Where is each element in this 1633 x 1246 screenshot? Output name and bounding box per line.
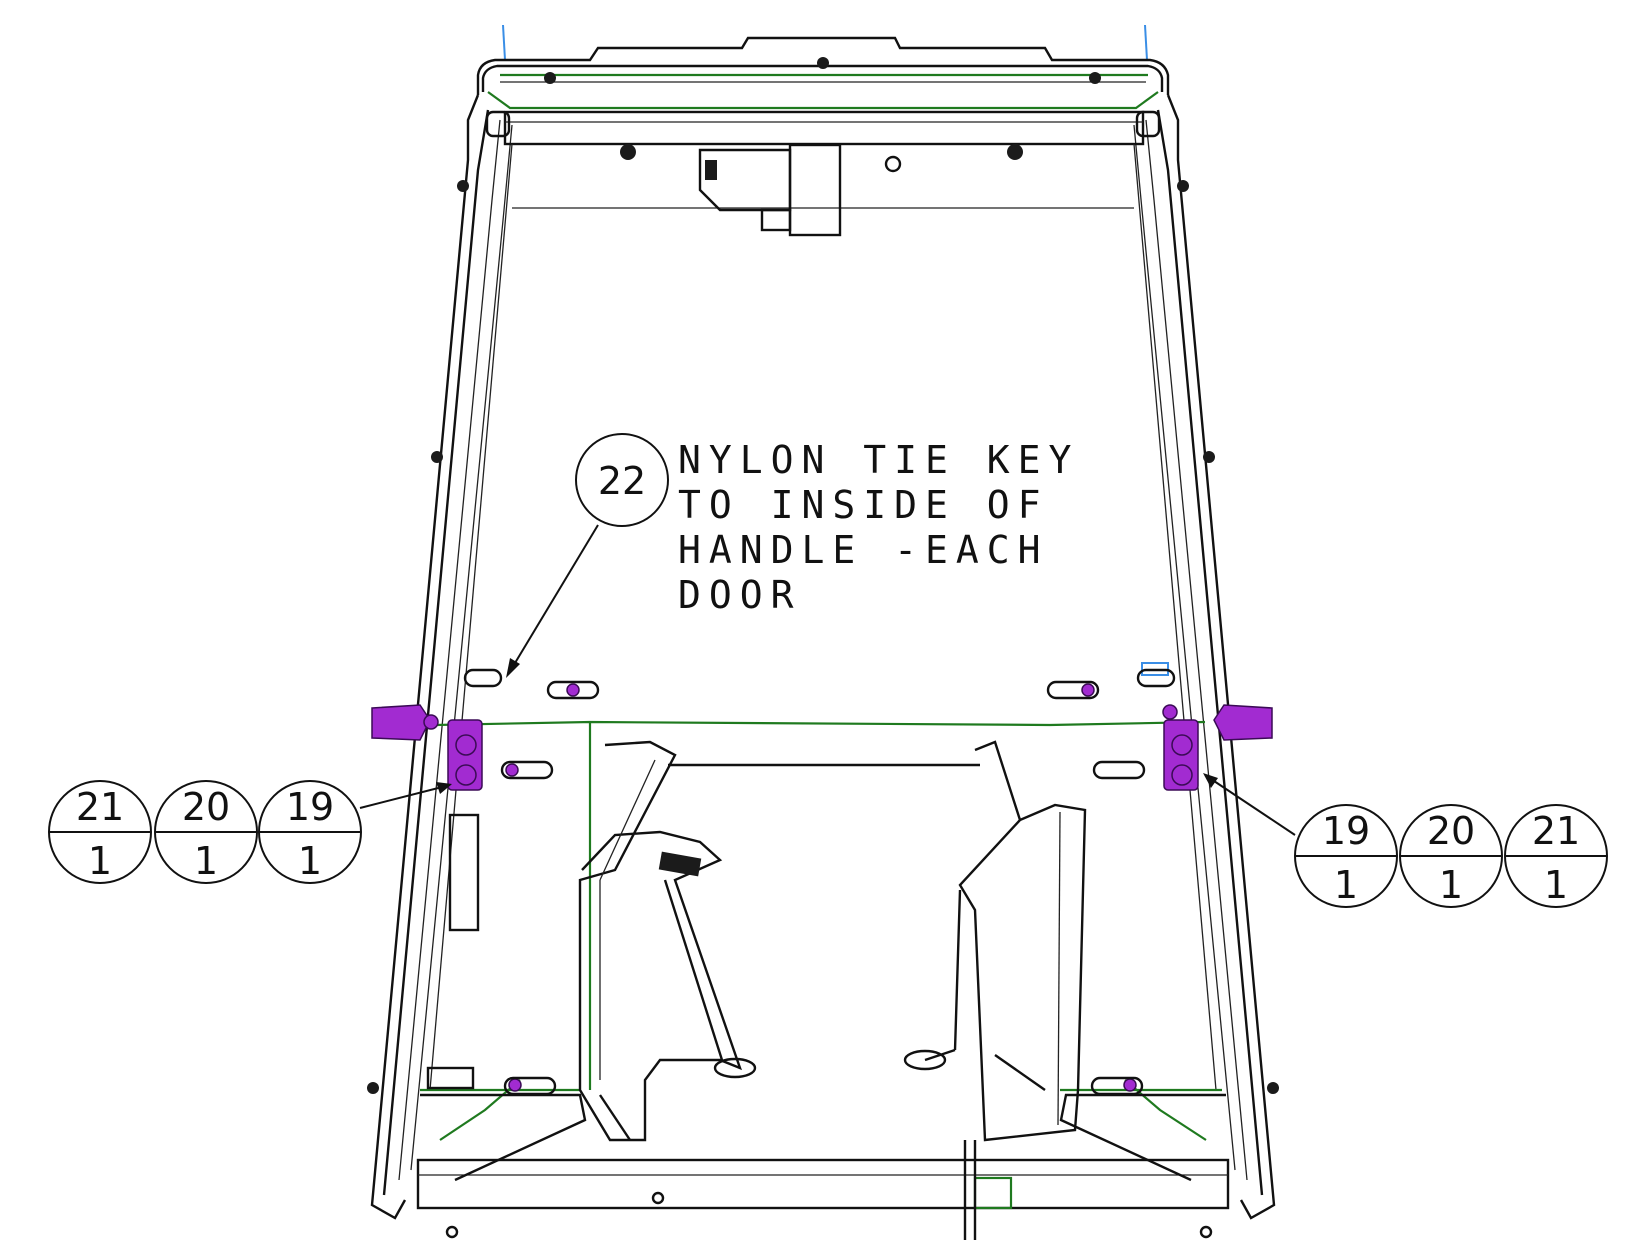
callout-left-arrowhead bbox=[436, 782, 452, 794]
note-line-2: TO INSIDE OF bbox=[678, 483, 1049, 527]
seat-left bbox=[578, 740, 757, 1142]
balloon-left-3-qty: 1 bbox=[298, 839, 322, 883]
balloon-left-3: 19 1 bbox=[258, 780, 362, 884]
left-bracket bbox=[426, 813, 480, 1090]
callout-left-leader bbox=[359, 784, 451, 809]
note-line-3: HANDLE -EACH bbox=[678, 528, 1049, 572]
balloon-left-2: 20 1 bbox=[154, 780, 258, 884]
hinge-hardware-left bbox=[371, 683, 580, 791]
side-fasteners bbox=[367, 57, 1279, 1239]
green-frame bbox=[420, 73, 1222, 1210]
balloon-right-2-qty: 1 bbox=[1439, 863, 1463, 907]
balloon-right-1-qty: 1 bbox=[1334, 863, 1358, 907]
callout-22-leader bbox=[511, 524, 599, 669]
balloon-right-2-item: 20 bbox=[1427, 809, 1475, 853]
callouts-right: 19 1 20 1 21 1 bbox=[1203, 773, 1608, 908]
balloon-right-1: 19 1 bbox=[1294, 804, 1398, 908]
balloon-left-1: 21 1 bbox=[48, 780, 152, 884]
balloon-left-2-item: 20 bbox=[182, 785, 230, 829]
callout-22-arrowhead bbox=[506, 658, 520, 678]
balloon-right-3: 21 1 bbox=[1504, 804, 1608, 908]
callout-22: 22 bbox=[506, 433, 669, 678]
note-line-4: DOOR bbox=[678, 573, 802, 617]
guide-lines bbox=[502, 24, 1169, 676]
callout-right-arrowhead bbox=[1203, 773, 1218, 788]
balloon-right-3-item: 21 bbox=[1532, 809, 1580, 853]
note-line-1: NYLON TIE KEY bbox=[678, 438, 1079, 482]
balloon-left-1-item: 21 bbox=[76, 785, 124, 829]
assembly-note: NYLON TIE KEY TO INSIDE OF HANDLE -EACH … bbox=[678, 438, 1079, 617]
balloon-right-2: 20 1 bbox=[1399, 804, 1503, 908]
floor-members bbox=[420, 763, 1226, 1240]
balloon-left-1-qty: 1 bbox=[88, 839, 112, 883]
balloon-left-3-item: 19 bbox=[286, 785, 334, 829]
callout-22-balloon bbox=[575, 433, 669, 527]
balloon-right-3-qty: 1 bbox=[1544, 863, 1568, 907]
balloon-left-2-qty: 1 bbox=[194, 839, 218, 883]
callouts-left: 21 1 20 1 19 1 bbox=[48, 780, 452, 884]
latch-pins bbox=[463, 668, 1176, 1096]
cab-frame bbox=[370, 36, 1276, 1220]
balloon-right-1-item: 19 bbox=[1322, 809, 1370, 853]
callout-right-leader bbox=[1204, 774, 1296, 836]
top-mechanism bbox=[620, 143, 1023, 237]
callout-22-number: 22 bbox=[598, 459, 646, 503]
seat-right bbox=[903, 740, 1087, 1142]
hinge-hardware-right bbox=[508, 683, 1273, 1092]
